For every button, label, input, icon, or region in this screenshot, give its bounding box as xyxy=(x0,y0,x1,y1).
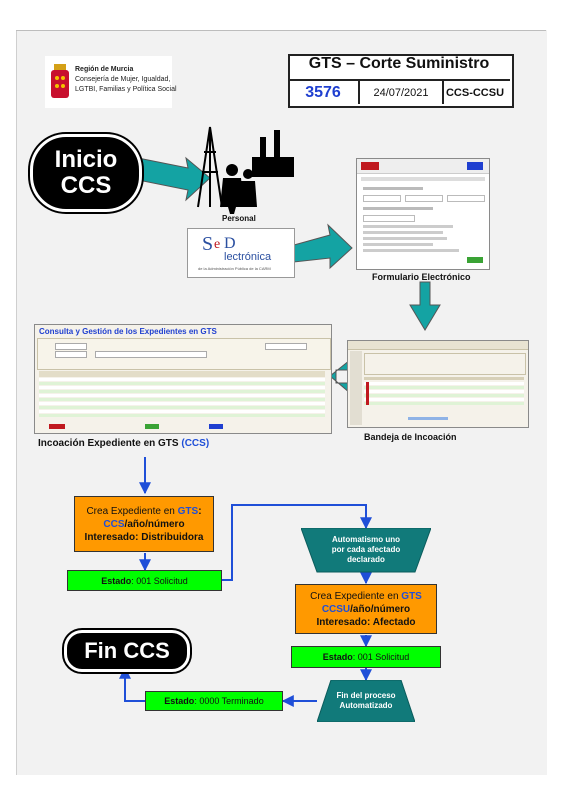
bandeja-label: Bandeja de Incoación xyxy=(364,432,457,442)
sede-electronica-word: lectrónica xyxy=(224,251,272,263)
start-line2: CCS xyxy=(60,172,112,199)
arrow-estado-to-automatismo xyxy=(222,504,372,581)
estado-terminado-post: : 0000 Terminado xyxy=(194,696,264,706)
sede-s: S xyxy=(202,233,214,255)
gts-screenshot: Consulta y Gestión de los Expedientes en… xyxy=(34,324,332,434)
automatismo-shape xyxy=(301,528,431,573)
automatismo-line2: por cada afectado xyxy=(331,545,401,554)
header-code: CCS-CCSU xyxy=(445,86,505,99)
sede-e: e xyxy=(214,237,221,252)
sede-subtitle: de la Administración Pública de la CARM xyxy=(198,266,271,271)
oil-derrick-icon xyxy=(197,126,223,208)
crea-ccs-line2-ccs: CCS xyxy=(103,518,125,530)
crea-ccsu-line3: Interesado: Afectado xyxy=(316,616,416,628)
teal-arrow-down xyxy=(409,281,441,331)
crea-ccsu-line2-post: /año/número xyxy=(350,603,411,615)
estado-001-a: Estado: 001 Solicitud xyxy=(67,570,222,591)
header-date: 24/07/2021 xyxy=(360,81,444,104)
end-node: Fin CCS xyxy=(64,630,190,672)
estado-001-b: Estado: 001 Solicitud xyxy=(291,646,441,668)
fin-proceso-shape xyxy=(317,680,415,722)
incoacion-label-prefix: Incoación Expediente en GTS xyxy=(38,438,182,449)
crea-ccsu-line2-ccsu: CCSU xyxy=(321,603,351,615)
estado-001-a-pre: Estado xyxy=(101,575,132,586)
incoacion-label: Incoación Expediente en GTS (CCS) xyxy=(38,438,209,449)
gts-screen-title: Consulta y Gestión de los Expedientes en… xyxy=(39,327,217,336)
crea-expediente-ccs: Crea Expediente en GTS: CCS/año/número I… xyxy=(74,496,214,552)
fin-proceso-line2: Automatizado xyxy=(339,701,393,710)
chimney-icon xyxy=(260,137,266,162)
sede-electronica-box: S e D lectrónica de la Administración Pú… xyxy=(187,228,295,278)
person-icon-2 xyxy=(243,169,253,179)
form-logo-icon xyxy=(361,162,379,170)
logo-line3: LGTBI, Familias y Política Social xyxy=(75,86,177,93)
estado-001-a-post: : 001 Solicitud xyxy=(131,575,188,586)
estado-terminado-pre: Estado xyxy=(164,696,195,706)
bandeja-screenshot xyxy=(347,340,529,428)
logo-region-murcia: Región de Murcia Consejería de Mujer, Ig… xyxy=(45,56,177,108)
crea-ccs-line1-gts: GTS xyxy=(177,505,199,517)
crea-ccs-line1-post: : xyxy=(198,505,202,517)
crea-expediente-ccsu: Crea Expediente en GTS CCSU/año/número I… xyxy=(295,584,437,634)
incoacion-label-suffix: (CCS) xyxy=(181,438,210,449)
header-box xyxy=(288,54,514,108)
personal-illustration xyxy=(197,126,294,214)
estado-001-b-post: : 001 Solicitud xyxy=(352,652,410,662)
header-row: 3576 24/07/2021 CCS-CCSU xyxy=(288,79,510,104)
automatismo-text: Automatismo uno por cada afectado declar… xyxy=(317,530,415,570)
form-label: Formulario Electrónico xyxy=(372,272,471,282)
estado-001-b-pre: Estado xyxy=(322,652,353,662)
teal-arrow-start xyxy=(137,156,211,202)
form-screenshot xyxy=(356,158,490,270)
coat-of-arms-icon xyxy=(51,64,69,98)
logo-line2: Consejería de Mujer, Igualdad, xyxy=(75,76,171,83)
start-node: Inicio CCS xyxy=(30,134,142,212)
person-icon xyxy=(226,164,238,176)
crea-ccs-line3: Interesado: Distribuidora xyxy=(84,531,204,543)
form-submit-button xyxy=(467,257,483,263)
end-label: Fin CCS xyxy=(84,638,170,663)
automatismo-line3: declarado xyxy=(347,555,385,564)
crea-ccs-line1-pre: Crea Expediente en xyxy=(86,505,178,517)
factory-icon xyxy=(252,157,294,177)
eu-flag-icon xyxy=(467,162,483,170)
automatismo-line1: Automatismo uno xyxy=(332,535,400,544)
header-title: GTS – Corte Suministro xyxy=(308,55,490,72)
arrow-terminado-to-fin-ccs xyxy=(119,666,145,702)
start-line1: Inicio xyxy=(54,146,118,173)
estado-terminado: Estado: 0000 Terminado xyxy=(145,691,283,711)
header-number: 3576 xyxy=(288,81,360,104)
teal-arrow-sede xyxy=(293,223,353,270)
crea-ccsu-line1-gts: GTS xyxy=(401,590,422,602)
fin-proceso-line1: Fin del proceso xyxy=(336,691,396,700)
personal-label: Personal xyxy=(222,214,256,223)
logo-line1: Región de Murcia xyxy=(75,66,134,73)
crea-ccs-line2-post: /año/número xyxy=(124,518,185,530)
crea-ccsu-line1-pre: Crea Expediente en xyxy=(310,590,402,602)
top-rule xyxy=(16,30,546,31)
sede-d: D xyxy=(224,235,236,252)
fin-proceso-text: Fin del proceso Automatizado xyxy=(317,682,415,720)
